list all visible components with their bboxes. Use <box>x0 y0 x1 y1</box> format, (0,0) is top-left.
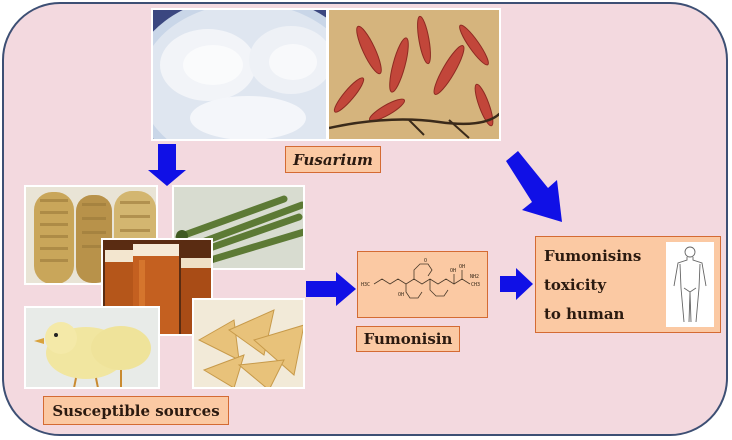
fumonisin-label: Fumonisin <box>356 326 460 352</box>
chem-h3c: H3C <box>361 282 370 288</box>
fusarium-microscope-photo <box>327 8 501 141</box>
susceptible-sources-label: Susceptible sources <box>43 396 229 425</box>
arrow-diagonal-icon <box>506 151 562 222</box>
chips-photo <box>192 298 305 389</box>
human-body-icon <box>673 246 707 323</box>
petri-dish-photo <box>151 8 328 141</box>
chem-ch3: CH3 <box>471 282 480 288</box>
toxicity-line-1: Fumonisins <box>544 247 642 265</box>
arrow-right-2-icon <box>500 268 533 300</box>
fumonisin-label-text: Fumonisin <box>363 330 453 348</box>
arrow-right-1-icon <box>306 272 356 306</box>
petri-dish-image <box>153 10 326 139</box>
chem-oh-c: OH <box>398 292 404 298</box>
asparagus-photo <box>172 185 305 270</box>
chem-o: O <box>424 258 427 264</box>
fumonisin-chemical-structure: H3C CH3 OH OH OH NH2 O <box>361 258 480 299</box>
fusarium-label: Fusarium <box>285 146 381 173</box>
chicks-image <box>26 308 158 387</box>
chem-oh-a: OH <box>450 268 456 274</box>
toxicity-line-2: toxicity <box>544 276 607 294</box>
asparagus-image <box>174 187 303 268</box>
arrow-down-icon <box>148 144 186 186</box>
toxicity-text: Fumonisins toxicity to human <box>544 242 641 329</box>
fusarium-spores-image <box>329 10 499 139</box>
chicks-photo <box>24 306 160 389</box>
human-figure-frame <box>666 242 714 327</box>
chem-oh-b: OH <box>459 264 465 270</box>
chem-nh2: NH2 <box>470 274 479 280</box>
toxicity-line-3: to human <box>544 305 625 323</box>
fusarium-label-text: Fusarium <box>293 150 373 169</box>
susceptible-sources-label-text: Susceptible sources <box>52 401 220 420</box>
toxicity-box: Fumonisins toxicity to human <box>535 236 721 333</box>
fumonisin-structure-box: H3C CH3 OH OH OH NH2 O <box>357 251 488 318</box>
chips-image <box>194 300 303 387</box>
